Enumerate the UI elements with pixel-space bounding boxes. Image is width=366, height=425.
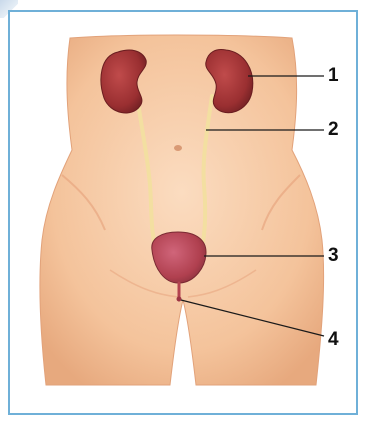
navel [174, 145, 182, 151]
label-2: 2 [328, 120, 339, 139]
urethra-opening [177, 297, 182, 302]
label-3: 3 [328, 246, 339, 265]
body-silhouette [40, 35, 324, 385]
label-1: 1 [328, 66, 339, 85]
label-4: 4 [328, 330, 339, 349]
